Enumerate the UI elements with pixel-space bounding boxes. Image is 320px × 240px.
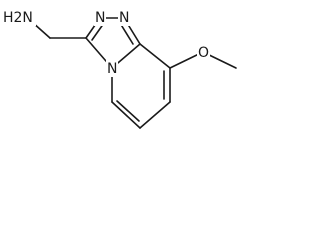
bond-c8a-c8 [139, 43, 171, 69]
ether-o-label: O [198, 45, 209, 61]
ring-n-bridge-label: N [107, 61, 117, 77]
chemical-structure-diagram: H2N N N N O [2, 6, 237, 129]
bond-c6-c5 [111, 101, 141, 129]
ring-n-top-left-bg [94, 8, 106, 26]
ring-n-bridge-bg [106, 59, 118, 77]
bond-c6-c5-double [116, 100, 140, 122]
bond-c7-c6 [139, 101, 171, 129]
ether-o-bg [197, 43, 210, 61]
bond-n1-c8a-double [119, 22, 134, 45]
amine-label-bg [2, 6, 36, 26]
ring-n-top-right-label: N [119, 10, 129, 26]
ring-n-top-left-label: N [95, 10, 105, 26]
ring-n-top-right-bg [118, 8, 130, 26]
amine-label: H2N [3, 10, 33, 26]
